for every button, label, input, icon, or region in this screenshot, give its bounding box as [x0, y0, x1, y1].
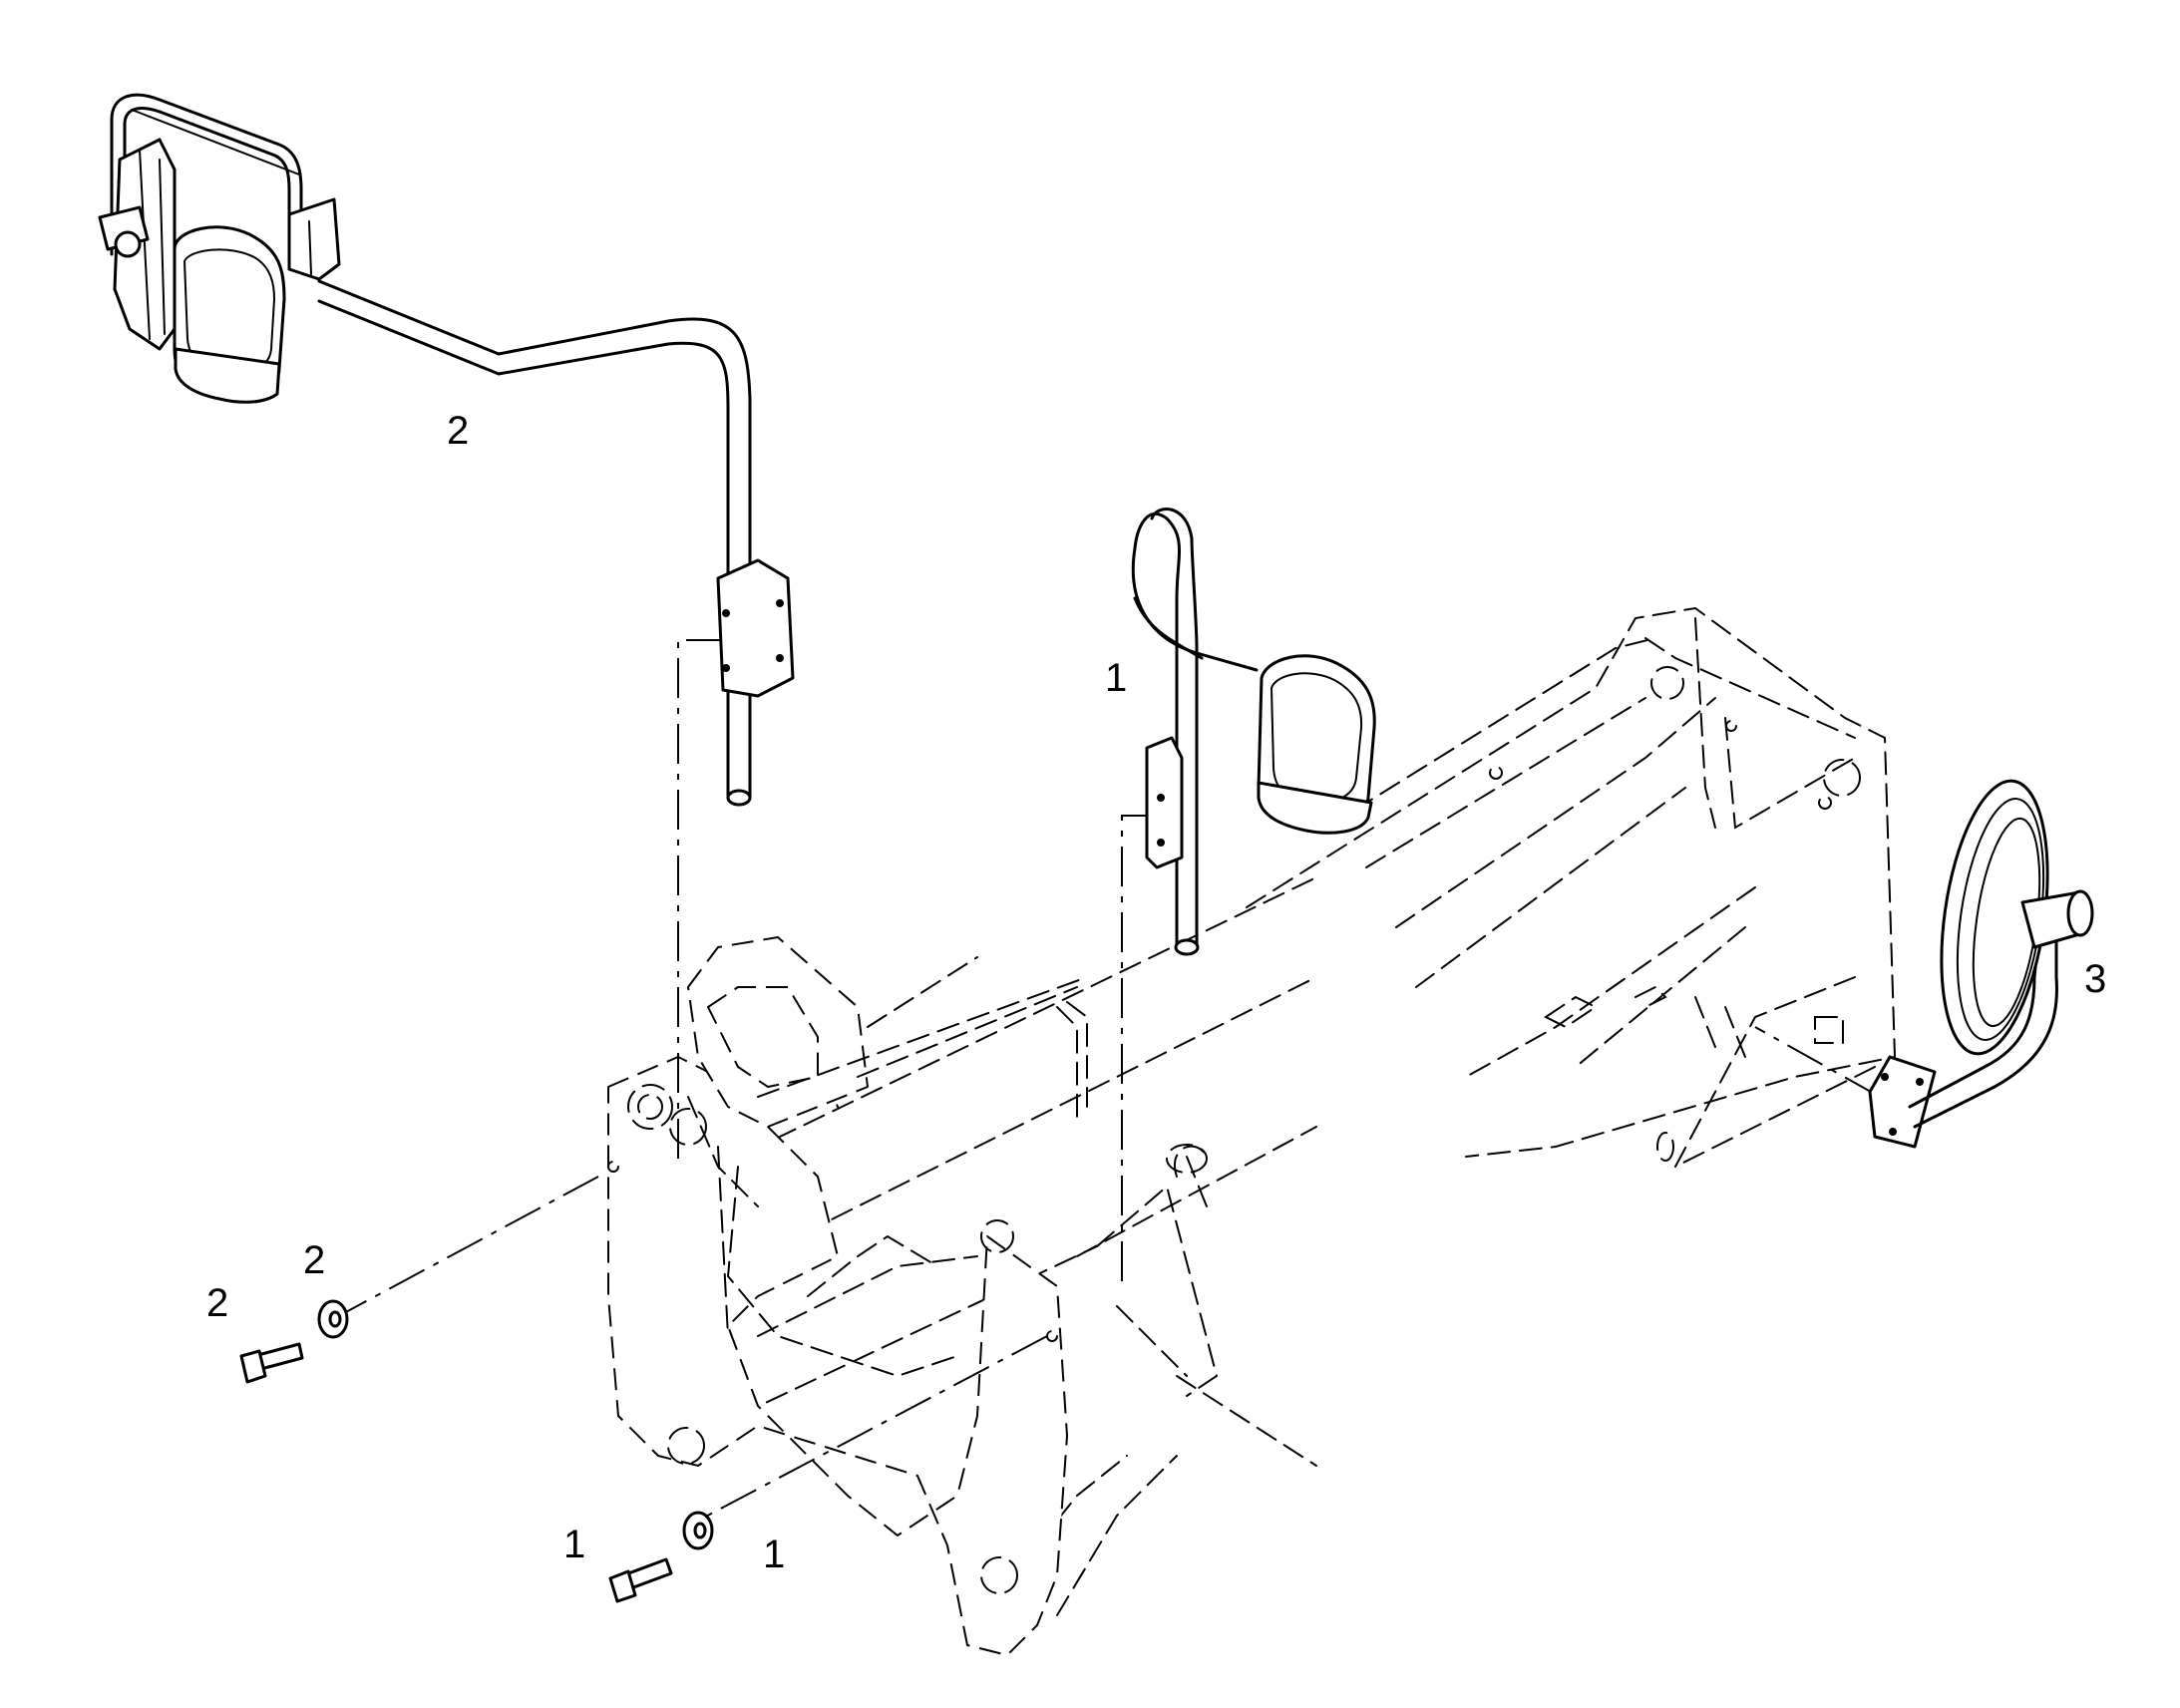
assembly-leader-lines	[328, 639, 1881, 1522]
washer-bottom	[682, 1511, 714, 1550]
washer-left	[317, 1299, 349, 1339]
mirror-assembly-left	[98, 93, 795, 807]
callout-washer-bottom: 1	[763, 1533, 785, 1576]
callout-bolt-left: 2	[206, 1281, 228, 1325]
callout-round-mirror: 3	[2084, 957, 2106, 1001]
callout-mirror-left: 2	[447, 409, 469, 453]
chassis-frame	[607, 606, 1897, 1656]
callout-washer-left: 2	[303, 1238, 325, 1282]
round-mirror-assembly	[1868, 779, 2094, 1149]
callout-bolt-bottom: 1	[563, 1523, 585, 1566]
bolt-bottom	[608, 1557, 673, 1603]
mirror-assembly-right	[1131, 507, 1376, 956]
bolt-left	[239, 1342, 304, 1384]
callout-mirror-right: 1	[1105, 656, 1127, 700]
